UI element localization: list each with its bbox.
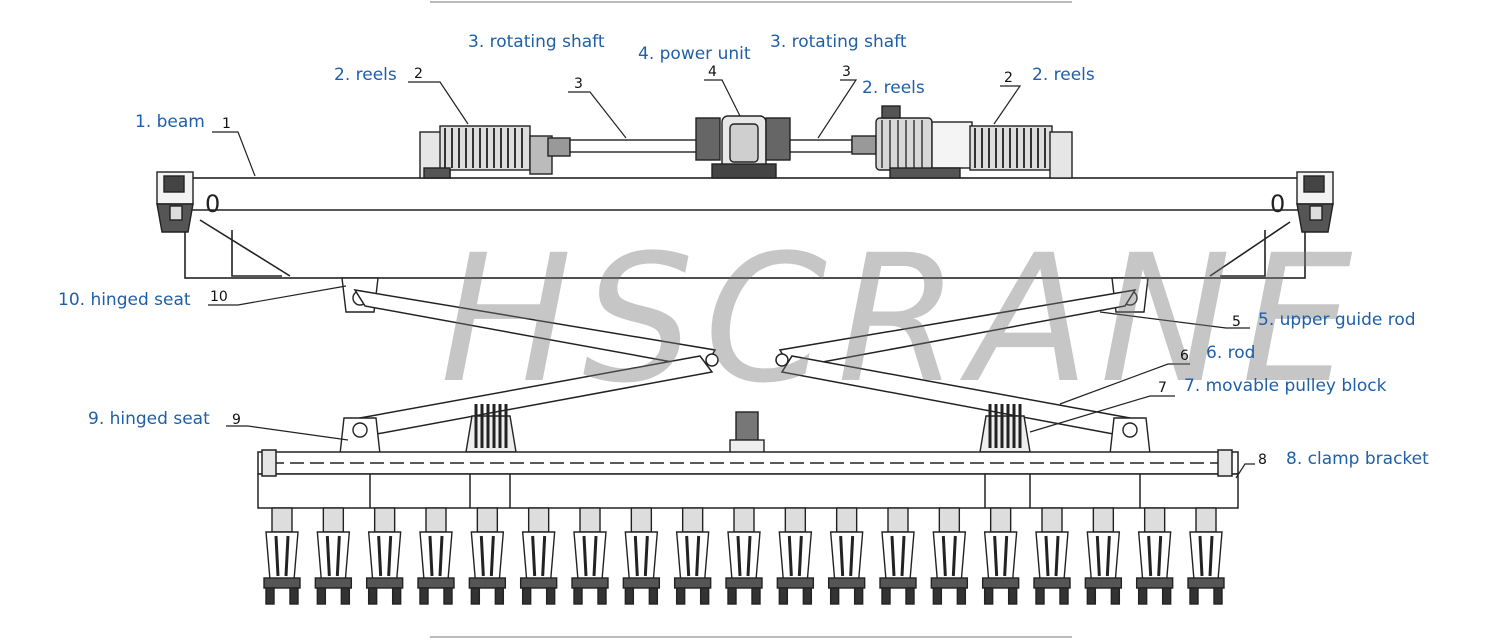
callout-9: 9 bbox=[232, 412, 241, 428]
callout-3-left: 3 bbox=[574, 76, 583, 92]
watermark: HSCRANE bbox=[440, 217, 1363, 422]
reel-right-motor bbox=[875, 105, 1073, 179]
callout-6: 6 bbox=[1180, 348, 1189, 364]
label-shaft-left: 3. rotating shaft bbox=[468, 32, 605, 52]
end-truck-right bbox=[1296, 171, 1334, 233]
clamp bbox=[776, 507, 815, 605]
end-truck-left bbox=[156, 171, 194, 233]
callout-10: 10 bbox=[210, 289, 228, 305]
label-rod: 6. rod bbox=[1206, 343, 1256, 363]
clamp bbox=[1033, 507, 1071, 605]
clamp bbox=[519, 507, 558, 605]
callout-2-left: 2 bbox=[414, 66, 423, 82]
clamp bbox=[725, 507, 763, 605]
leader-lines bbox=[208, 79, 1255, 479]
clamp-bracket bbox=[257, 449, 1239, 509]
clamp bbox=[1084, 507, 1123, 605]
clamp bbox=[879, 507, 917, 605]
beam-mark-left: 0 bbox=[205, 190, 221, 218]
hinged-seat-lower-left bbox=[339, 417, 381, 455]
shaft-right bbox=[789, 135, 877, 155]
callout-1: 1 bbox=[222, 116, 231, 132]
clamp bbox=[673, 507, 712, 605]
callout-4: 4 bbox=[708, 64, 717, 80]
callout-5: 5 bbox=[1232, 314, 1241, 330]
shaft-left bbox=[547, 137, 699, 157]
clamp bbox=[571, 507, 609, 605]
clamp bbox=[827, 507, 866, 605]
clamp bbox=[314, 507, 353, 605]
clamp bbox=[468, 507, 507, 605]
hinged-seat-lower-right bbox=[1109, 417, 1151, 455]
callout-3-right: 3 bbox=[842, 64, 851, 80]
label-power-unit: 4. power unit bbox=[638, 44, 751, 64]
callout-8: 8 bbox=[1258, 452, 1267, 468]
label-reels-left: 2. reels bbox=[334, 65, 397, 85]
beam-mark-right: 0 bbox=[1270, 190, 1286, 218]
label-reels-right: 2. reels bbox=[1032, 65, 1095, 85]
frame-lines bbox=[430, 1, 1072, 638]
clamp bbox=[1187, 507, 1225, 605]
label-beam: 1. beam bbox=[135, 112, 205, 132]
label-hinged-seat-upper: 10. hinged seat bbox=[58, 290, 191, 310]
reel-left bbox=[419, 125, 553, 179]
callout-2-right: 2 bbox=[1004, 70, 1013, 86]
clamp bbox=[263, 507, 301, 605]
label-upper-guide-rod: 5. upper guide rod bbox=[1258, 310, 1416, 330]
clamp bbox=[1135, 507, 1174, 605]
power-unit bbox=[695, 115, 791, 179]
label-hinged-seat-lower: 9. hinged seat bbox=[88, 409, 210, 429]
clamp bbox=[930, 507, 969, 605]
label-clamp-bracket: 8. clamp bracket bbox=[1286, 449, 1429, 469]
clamp bbox=[417, 507, 455, 605]
clamp-row bbox=[263, 507, 1225, 605]
callout-7: 7 bbox=[1158, 380, 1167, 396]
clamp bbox=[981, 507, 1020, 605]
label-reels-mid: 2. reels bbox=[862, 78, 925, 98]
label-movable-pulley-block: 7. movable pulley block bbox=[1184, 376, 1387, 396]
label-shaft-right: 3. rotating shaft bbox=[770, 32, 907, 52]
clamp bbox=[622, 507, 661, 605]
clamp bbox=[365, 507, 404, 605]
